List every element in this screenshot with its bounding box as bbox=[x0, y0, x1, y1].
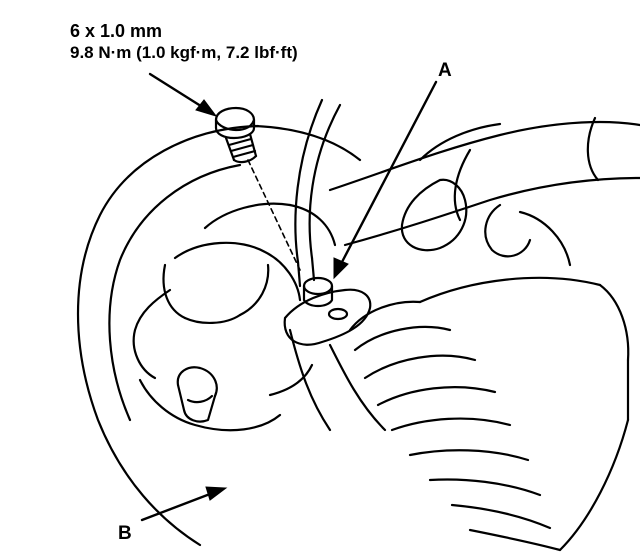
bolt-size-label: 6 x 1.0 mm bbox=[70, 21, 163, 41]
callout-a-label: A bbox=[438, 60, 452, 81]
knuckle-boss bbox=[400, 178, 572, 267]
sensor-cable bbox=[294, 98, 342, 264]
bracket-leader-arrow bbox=[333, 80, 438, 280]
cv-boot bbox=[348, 276, 630, 552]
bolt-leader-arrow bbox=[148, 72, 218, 117]
upper-arm bbox=[328, 116, 640, 247]
wheel-speed-sensor bbox=[296, 256, 334, 308]
callout-b-label: B bbox=[118, 523, 132, 544]
bolt bbox=[214, 106, 258, 164]
bolt-centerline bbox=[247, 159, 301, 271]
sensor-bracket bbox=[283, 288, 387, 432]
plate-leader-arrow bbox=[140, 486, 228, 522]
knuckle-housing bbox=[132, 202, 337, 432]
mounting-stud bbox=[176, 366, 218, 423]
backing-plate-outline bbox=[76, 124, 362, 547]
torque-spec-label: 9.8 N·m (1.0 kgf·m, 7.2 lbf·ft) bbox=[70, 43, 298, 62]
